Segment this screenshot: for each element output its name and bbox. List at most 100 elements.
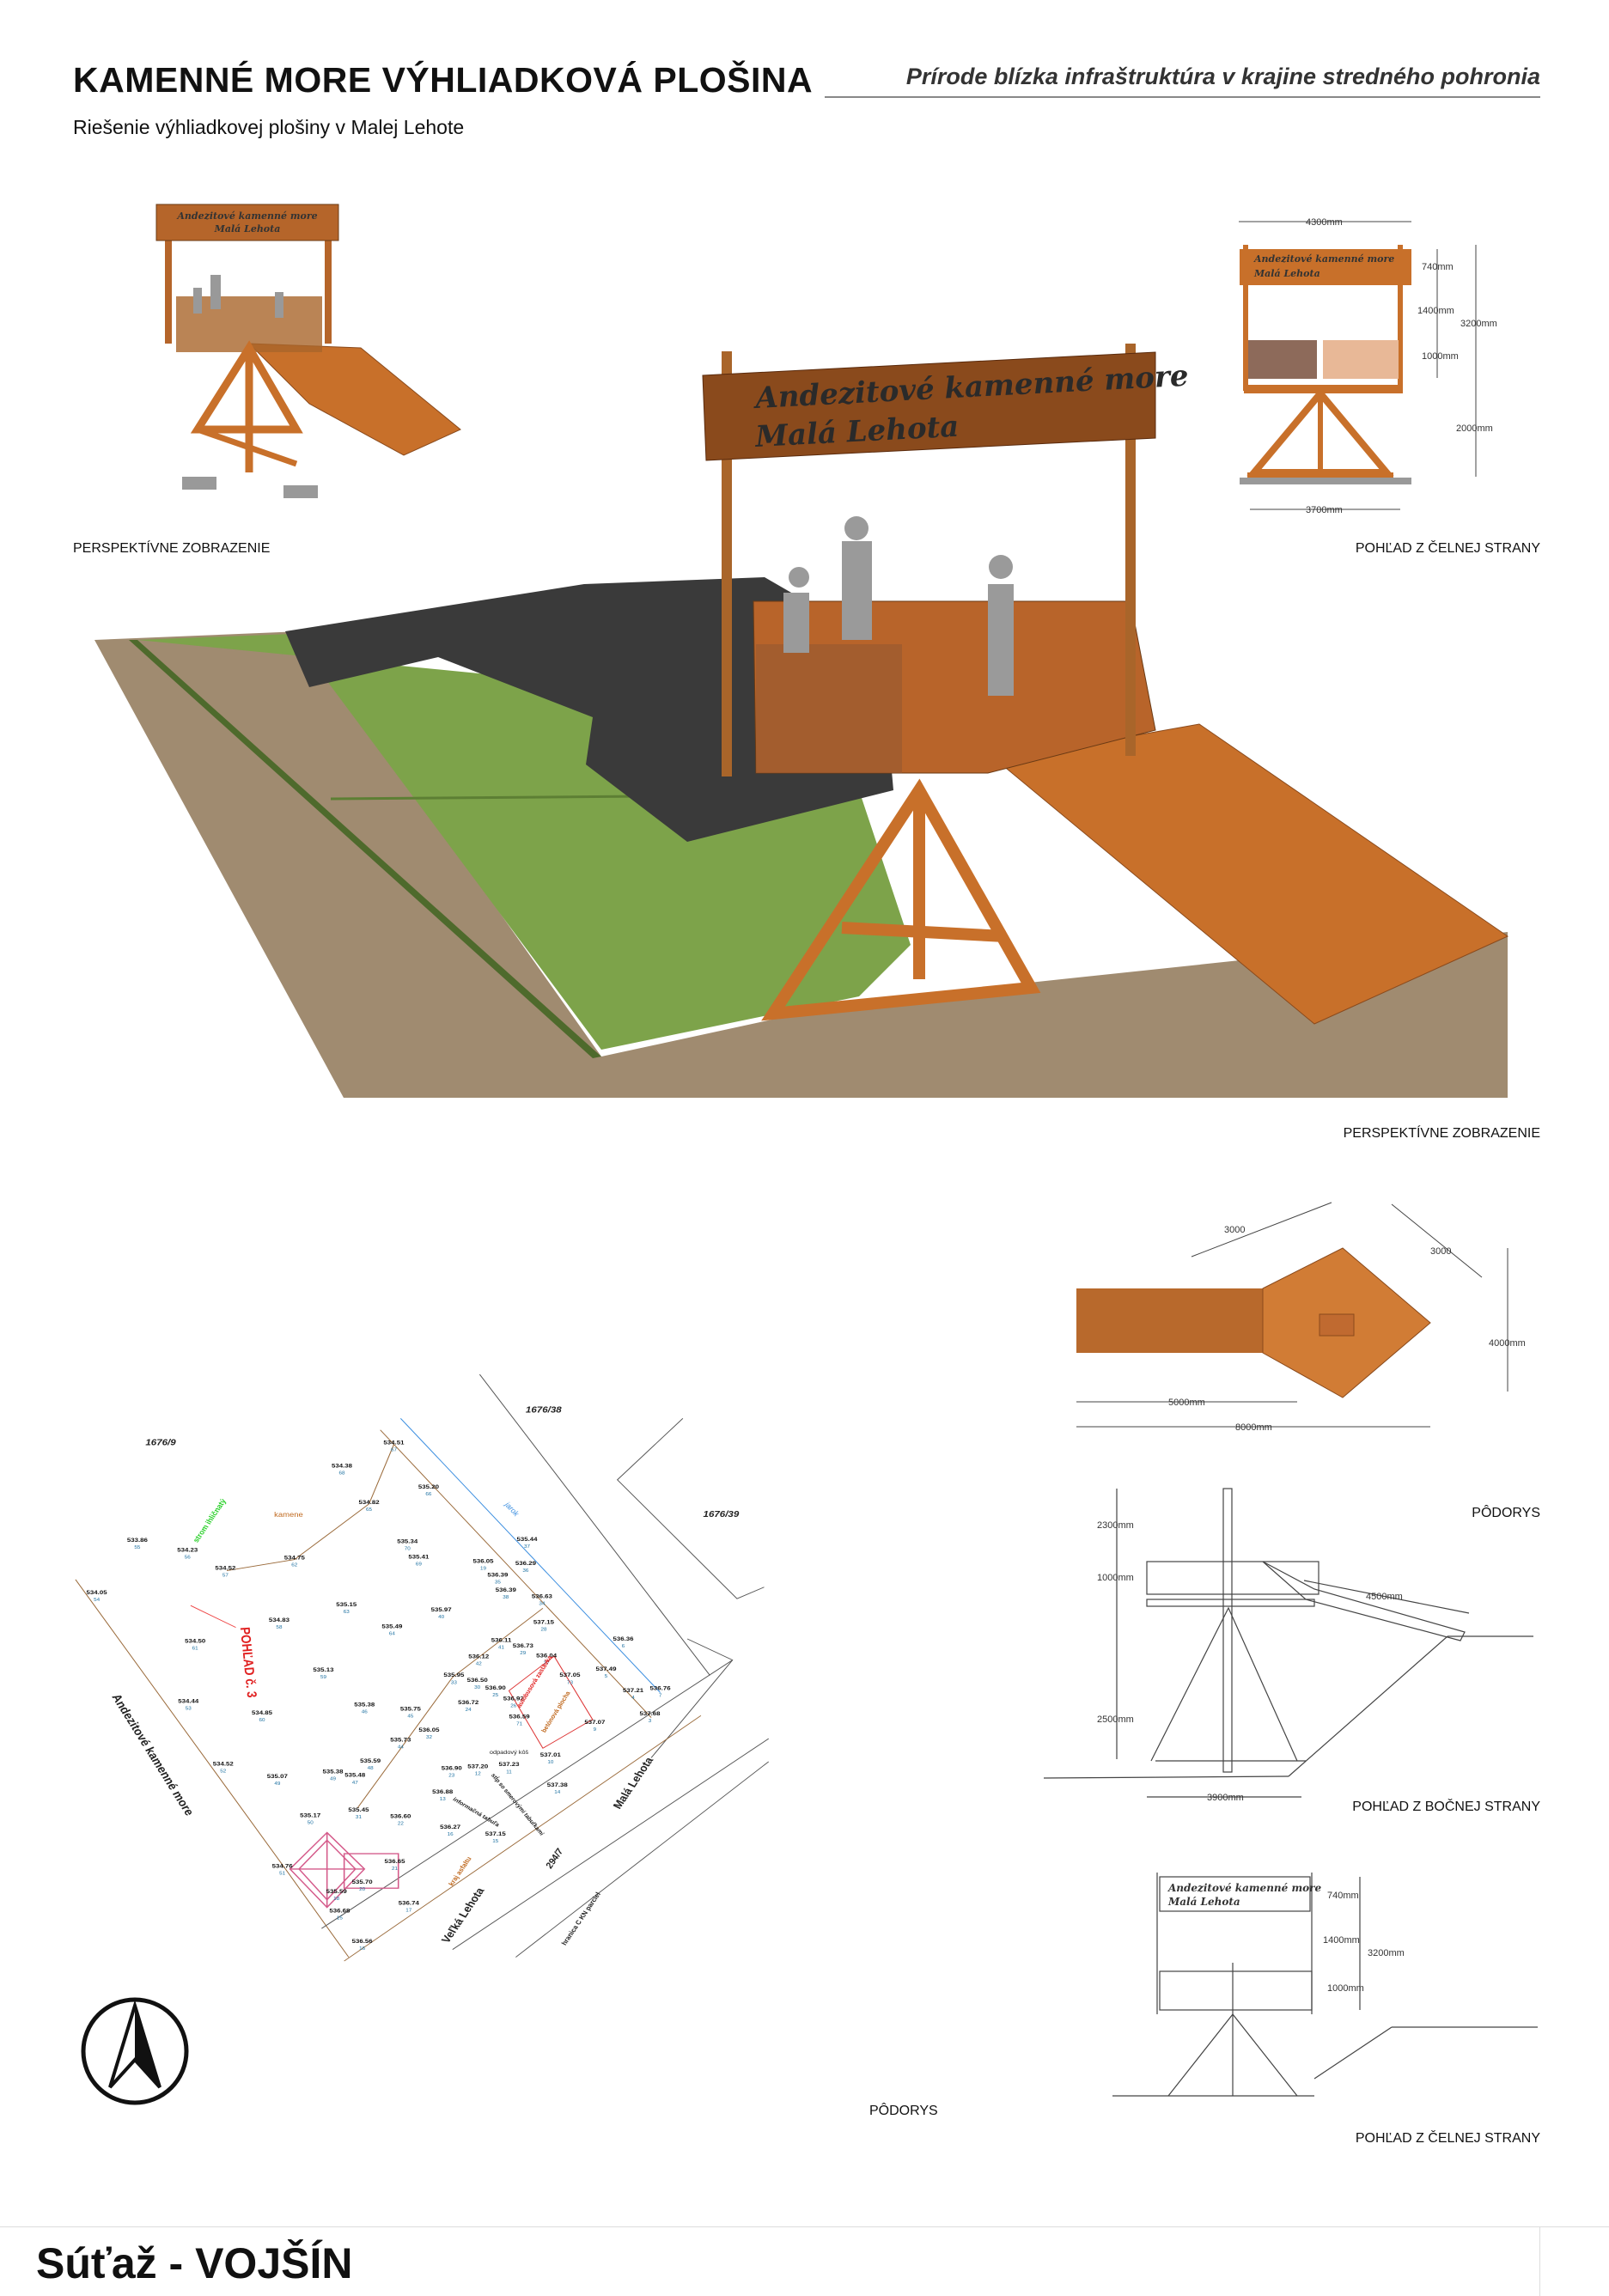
elevation-label: 534.44 <box>178 1697 199 1704</box>
tagline: Prírode blízka infraštruktúra v krajine … <box>905 64 1540 89</box>
point-id-label: 15 <box>337 1916 343 1921</box>
point-id-label: 30 <box>474 1685 481 1690</box>
label-front-view-top: POHĽAD Z ČELNEJ STRANY <box>1355 541 1540 556</box>
elevation-label: 535.97 <box>431 1605 452 1612</box>
point-id-label: 69 <box>416 1562 422 1567</box>
point-id-label: 5 <box>605 1674 608 1678</box>
point-id-label: 37 <box>524 1545 530 1550</box>
point-id-label: 14 <box>554 1790 561 1794</box>
point-id-label: 4 <box>631 1696 635 1700</box>
elevation-label: 536.11 <box>491 1636 512 1643</box>
note-road: 294/7 <box>543 1847 566 1871</box>
elevation-label: 537.07 <box>584 1719 605 1726</box>
elevation-label: 536.90 <box>442 1764 462 1771</box>
point-id-label: 31 <box>356 1815 362 1819</box>
note-stlp: stĺp so smerovými tabuľkami <box>490 1772 546 1836</box>
point-id-label: 58 <box>276 1625 282 1629</box>
note-more: Andezitové kamenné more <box>109 1692 197 1818</box>
point-id-label: 61 <box>192 1647 198 1651</box>
note-strom: strom ihličnatý <box>191 1497 228 1544</box>
elevation-label: 534.52 <box>213 1760 234 1767</box>
front-sign-line2: Malá Lehota <box>1253 268 1320 279</box>
note-jarok: jarok <box>503 1501 521 1519</box>
elevation-label: 537.23 <box>498 1761 519 1768</box>
point-id-label: 35 <box>495 1580 501 1585</box>
point-id-label: 41 <box>498 1646 504 1650</box>
point-id-label: 27 <box>544 1661 550 1666</box>
side-dim-width: 3900mm <box>1207 1793 1244 1803</box>
note-mala-lehota: Malá Lehota <box>611 1755 656 1811</box>
north-arrow-icon <box>81 1997 189 2105</box>
elevation-label: 536.36 <box>613 1635 633 1641</box>
note-kamene: kamene <box>274 1511 303 1519</box>
elevation-label: 536.92 <box>503 1695 524 1702</box>
elevation-label: 536.05 <box>473 1557 494 1564</box>
elevation-label: 536.39 <box>496 1586 516 1593</box>
elevation-label: 535.38 <box>322 1768 343 1775</box>
point-id-label: 71 <box>516 1722 522 1727</box>
note-kos: odpadový kôš <box>490 1750 529 1755</box>
point-id-label: 36 <box>522 1568 528 1573</box>
elevation-label: 537.20 <box>467 1763 488 1769</box>
point-id-label: 9 <box>594 1728 597 1733</box>
point-id-label: 13 <box>440 1797 446 1801</box>
label-perspective-main: PERSPEKTÍVNE ZOBRAZENIE <box>1343 1126 1540 1141</box>
bottom-dim-rail: 1000mm <box>1327 1983 1364 1994</box>
point-id-label: 6 <box>622 1644 625 1648</box>
point-id-label: 32 <box>426 1735 432 1739</box>
survey-point: 537.683 <box>639 1709 660 1723</box>
point-id-label: 52 <box>220 1769 226 1774</box>
elevation-label: 536.90 <box>485 1684 506 1691</box>
survey-point: 537.07 9 <box>584 1719 605 1733</box>
plan-dim-side-b: 3000 <box>1430 1246 1451 1257</box>
point-id-label: 56 <box>185 1556 191 1560</box>
elevation-label: 535.20 <box>418 1483 439 1490</box>
point-id-label: 73 <box>567 1681 573 1685</box>
site-plan: 534.5167534.3868535.2066534.8265533.8655… <box>75 1374 770 1962</box>
footer-vertical-divider <box>1539 2226 1540 2296</box>
elevation-label: 536.29 <box>515 1559 536 1566</box>
point-id-label: 17 <box>405 1909 411 1913</box>
elevation-label: 536.68 <box>329 1907 350 1914</box>
survey-point: 536.88 13 <box>432 1788 453 1802</box>
point-id-label: 46 <box>362 1710 368 1714</box>
point-id-label: 16 <box>359 1946 365 1951</box>
point-id-label: 65 <box>366 1507 372 1512</box>
elevation-label: 534.50 <box>185 1637 205 1644</box>
elevation-label: 537.15 <box>533 1618 554 1625</box>
point-id-label: 59 <box>320 1675 326 1679</box>
point-id-label: 62 <box>291 1563 297 1568</box>
note-plocha: betónová plocha <box>539 1690 572 1733</box>
elevation-label: 536.88 <box>432 1788 453 1795</box>
elevation-label: 535.48 <box>344 1771 365 1778</box>
point-id-label: 40 <box>438 1615 445 1619</box>
elevation-label: 534.82 <box>359 1498 380 1505</box>
point-id-label: 45 <box>407 1714 413 1719</box>
elevation-label: 535.59 <box>360 1757 381 1763</box>
